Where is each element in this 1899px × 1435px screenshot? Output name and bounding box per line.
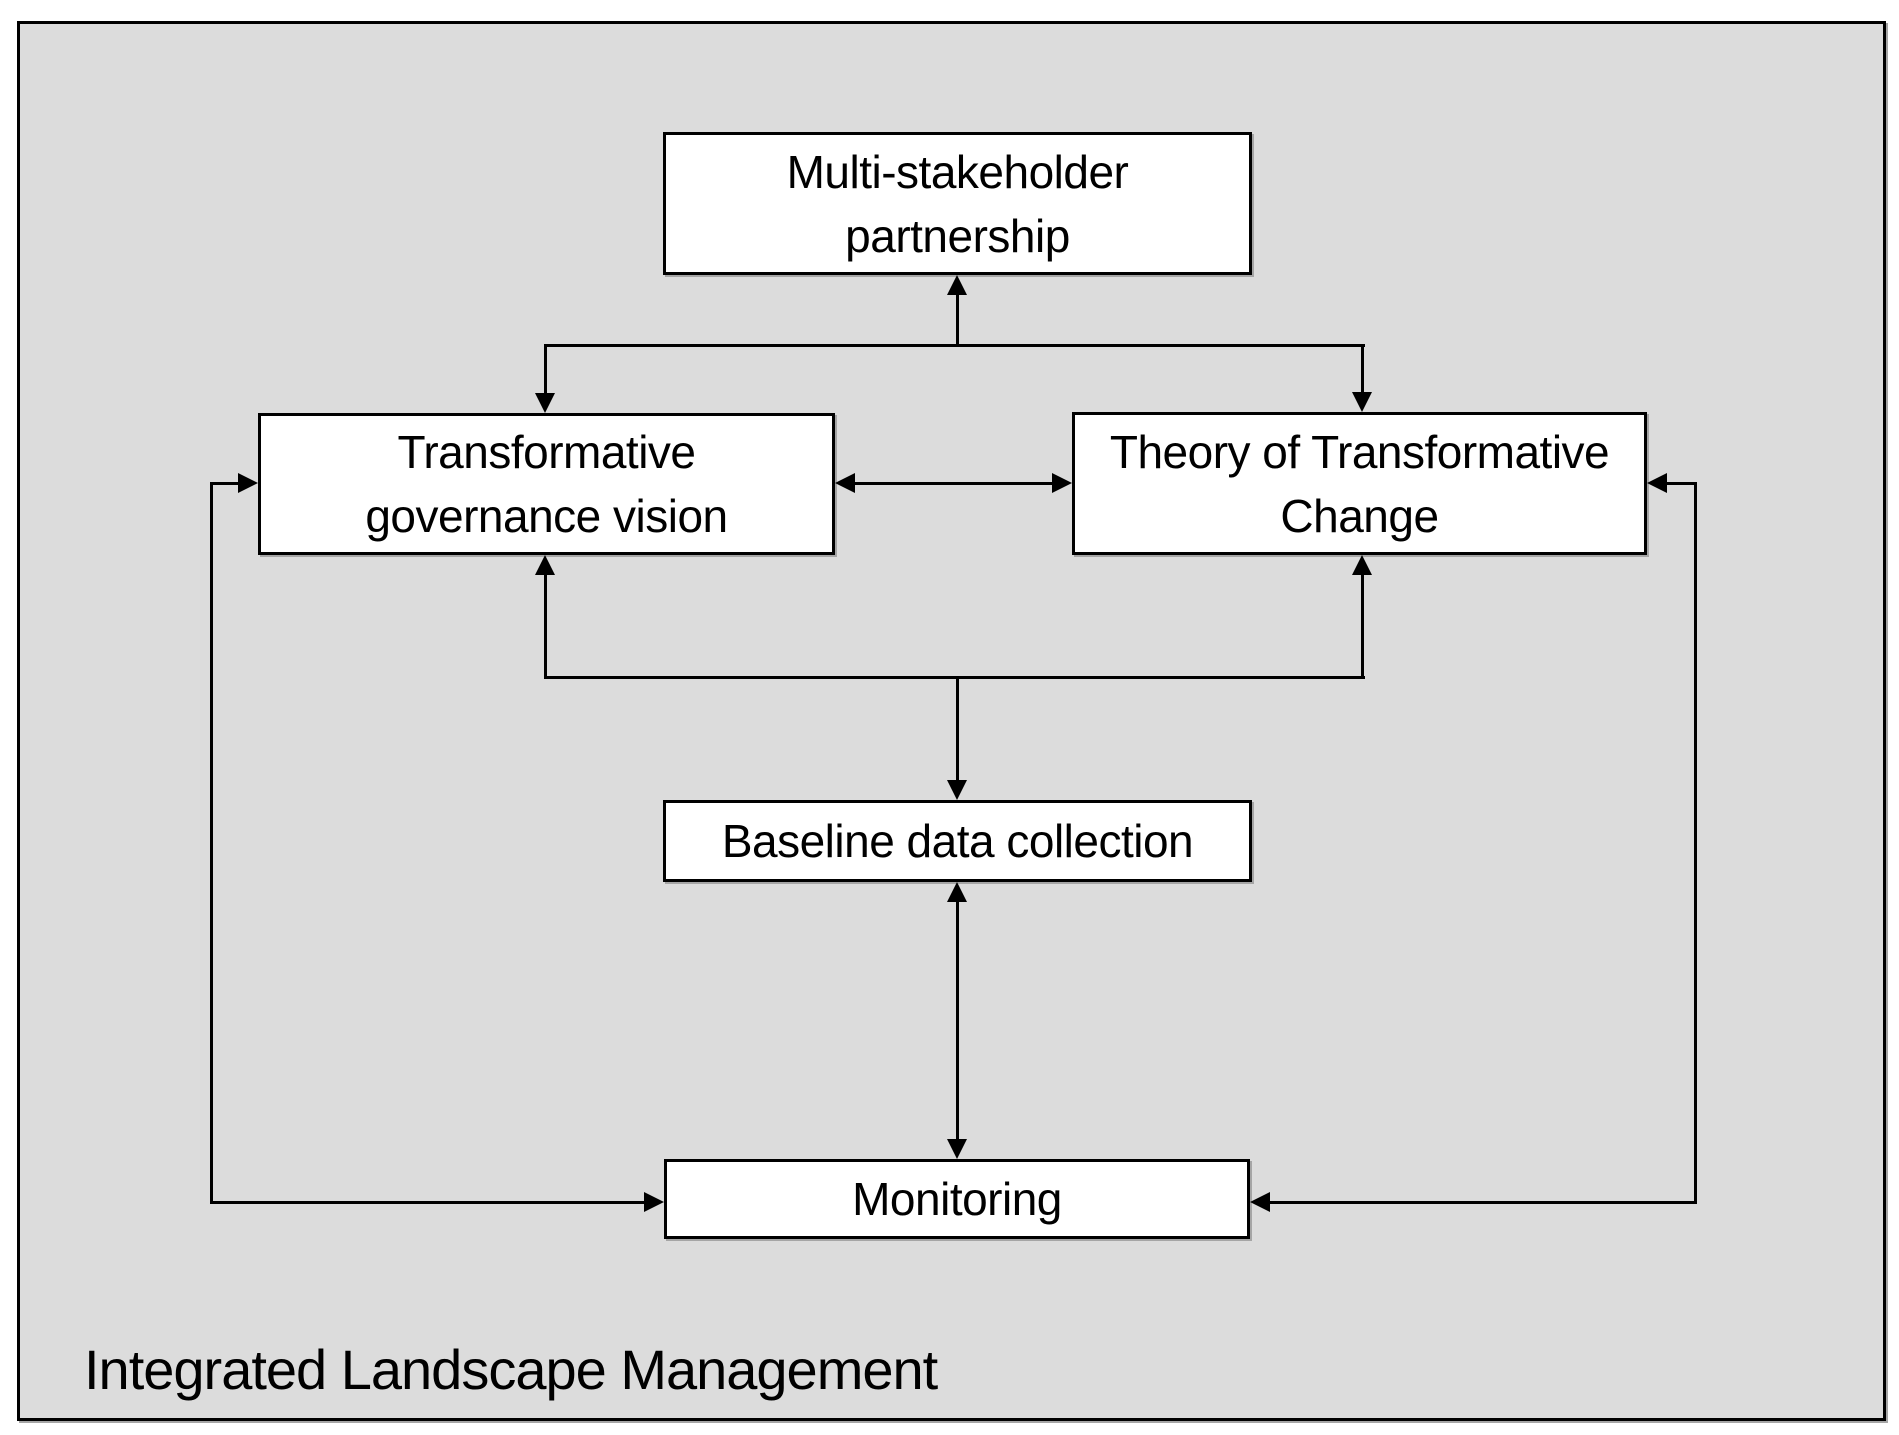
node-label-line: Theory of Transformative [1109,425,1610,478]
node-baseline-data-collection: Baseline data collection [663,800,1252,882]
left-loop-bottom-line [210,1201,646,1204]
arrowhead-down-into-baseline [947,780,967,800]
arrowhead-down-into-monitoring [947,1139,967,1159]
left-loop-top-stub-line [210,482,240,485]
bottom-fork-center-drop-line [956,676,959,782]
arrowhead-left-into-theory [1647,473,1667,493]
node-label-line: Baseline data collection [721,815,1194,867]
governance-theory-line [853,482,1054,485]
arrowhead-down-into-governance [535,393,555,413]
top-fork-center-riser-line [956,293,959,347]
bottom-fork-left-riser-line [544,573,547,679]
arrowhead-up-into-governance [535,555,555,575]
arrowhead-left-into-governance [835,473,855,493]
baseline-monitoring-line [956,900,959,1141]
node-theory-of-transformative-change: Theory of Transformative Change [1072,412,1647,555]
arrowhead-right-into-theory [1052,473,1072,493]
node-label-line: Multi-stakeholder [786,145,1129,198]
right-loop-bottom-line [1268,1201,1697,1204]
node-monitoring: Monitoring [664,1159,1250,1239]
right-loop-vertical-line [1694,482,1697,1204]
node-label-line: Change [1280,489,1439,542]
top-fork-horizontal-line [545,344,1365,347]
node-label-line: Transformative [397,426,696,478]
node-label-line: partnership [845,209,1070,262]
right-loop-top-stub-line [1667,482,1697,485]
arrowhead-right-into-monitoring [644,1192,664,1212]
arrowhead-up-into-multi-stakeholder [947,275,967,295]
top-fork-left-drop-line [544,344,547,395]
arrowhead-left-into-monitoring [1250,1192,1270,1212]
bottom-fork-horizontal-line [545,676,1365,679]
left-loop-vertical-line [210,482,213,1204]
top-fork-right-drop-line [1361,344,1364,395]
arrowhead-right-into-governance [238,473,258,493]
bottom-fork-right-riser-line [1361,573,1364,679]
arrowhead-up-into-theory [1352,555,1372,575]
node-label-line: Monitoring [852,1173,1062,1225]
node-multi-stakeholder-partnership: Multi-stakeholder partnership [663,132,1252,275]
arrowhead-down-into-theory [1352,392,1372,412]
node-label-line: governance vision [365,490,728,542]
diagram-caption: Integrated Landscape Management [84,1338,938,1401]
node-transformative-governance-vision: Transformative governance vision [258,413,835,555]
arrowhead-up-into-baseline [947,882,967,902]
